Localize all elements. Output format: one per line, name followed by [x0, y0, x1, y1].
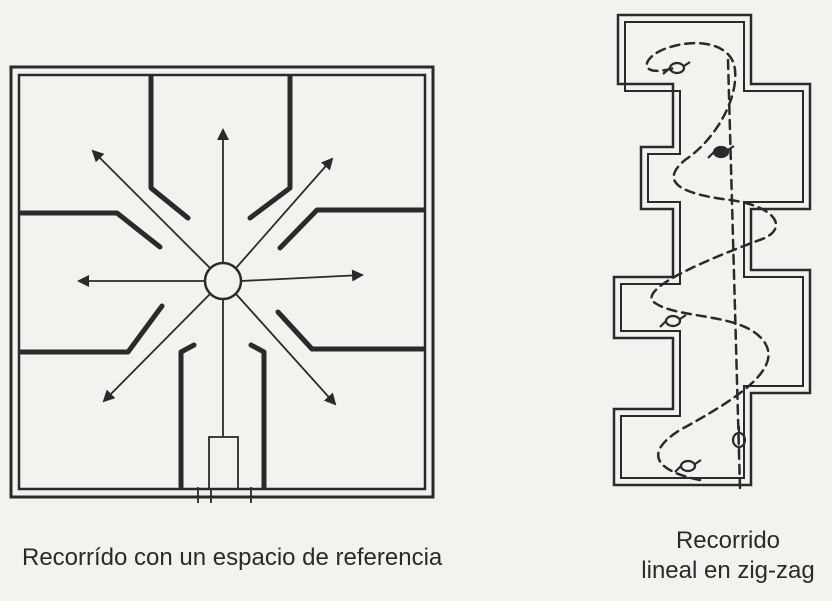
- partition-right-lower: [275, 309, 426, 352]
- walker-figures: [659, 61, 747, 473]
- arrow-southeast: [235, 293, 337, 406]
- zigzag-plan: [612, 13, 812, 490]
- zigzag-caption-line-2: lineal en zig-zag: [641, 557, 815, 584]
- zigzag-caption-line-1: Recorrido: [675, 527, 781, 554]
- entry-vestibule: [208, 436, 239, 490]
- partition-top-right: [247, 74, 293, 221]
- zigzag-path: [645, 41, 778, 482]
- radial-caption: Recorrído con un espacio de referencia: [22, 544, 443, 571]
- zigzag-caption: Recorrido lineal en zig-zag: [628, 526, 828, 586]
- partition-right-upper: [277, 207, 426, 251]
- circulation-paths: [645, 41, 778, 490]
- partition-top-left: [148, 74, 191, 221]
- straight-path: [726, 58, 742, 490]
- central-hub: [203, 261, 243, 301]
- walker-icon: [662, 61, 691, 75]
- walker-icon: [731, 426, 747, 453]
- arrow-east: [240, 269, 364, 282]
- outer-wall-inner: [17, 73, 427, 491]
- partition-left-lower: [18, 303, 165, 355]
- room-partitions: [18, 74, 426, 490]
- outer-wall-outer: [9, 65, 435, 499]
- zigzag-wall-inner: [620, 21, 804, 479]
- partition-left-upper: [18, 210, 163, 250]
- arrow-northwest: [91, 149, 211, 269]
- partition-bottom-right: [248, 342, 267, 490]
- radial-plan: [9, 65, 435, 503]
- radial-arrows: [77, 128, 364, 406]
- entry: [197, 436, 252, 503]
- arrow-northeast: [235, 157, 334, 269]
- walker-icon: [659, 314, 687, 328]
- partition-bottom-left: [178, 342, 197, 490]
- zigzag-wall-outer: [612, 13, 812, 487]
- arrow-southwest: [102, 293, 211, 403]
- walker-icon: [707, 145, 735, 159]
- walker-icon: [674, 459, 702, 473]
